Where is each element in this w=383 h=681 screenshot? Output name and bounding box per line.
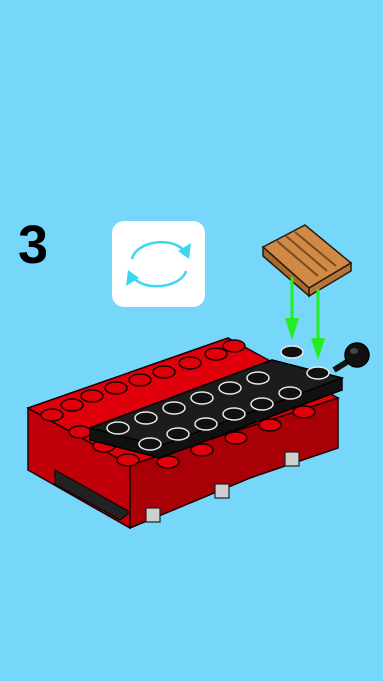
tile-piece	[263, 225, 351, 296]
